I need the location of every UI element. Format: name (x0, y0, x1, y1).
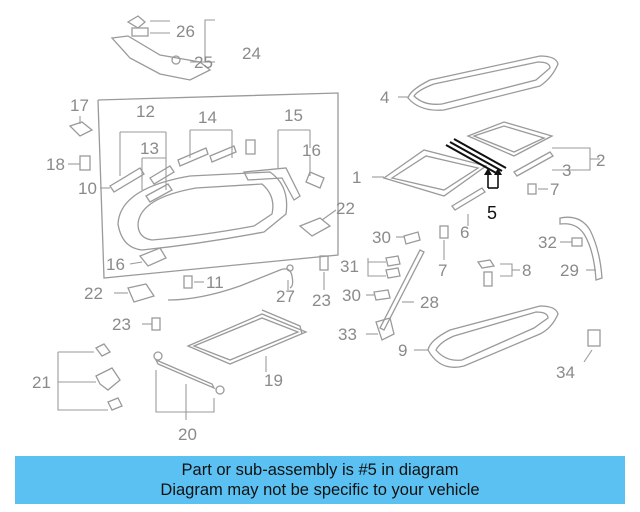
callout-16a: 16 (302, 141, 321, 160)
banner-line-1: Part or sub-assembly is #5 in diagram (181, 461, 459, 479)
callout-6: 6 (460, 223, 469, 242)
callout-29: 29 (560, 261, 579, 280)
callout-16b: 16 (106, 255, 125, 274)
callout-31: 31 (340, 257, 359, 276)
callout-30b: 30 (342, 286, 361, 305)
callout-28: 28 (420, 293, 439, 312)
callout-8: 8 (522, 261, 531, 280)
part-5-highlighted (445, 138, 507, 189)
callout-26: 26 (176, 22, 195, 41)
callout-3: 3 (562, 161, 571, 180)
callout-7b: 7 (438, 261, 447, 280)
callout-24: 24 (242, 44, 261, 63)
callout-2: 2 (596, 151, 605, 170)
callout-22a: 22 (336, 199, 355, 218)
part-shade-19 (186, 309, 308, 365)
part-glass-3 (466, 121, 554, 177)
callout-7a: 7 (550, 180, 559, 199)
part-glass-1 (382, 149, 488, 197)
part-glass-4 (407, 55, 559, 111)
callout-4: 4 (380, 88, 389, 107)
callout-15: 15 (284, 106, 303, 125)
callout-11: 11 (206, 273, 224, 292)
callout-1: 1 (352, 168, 361, 187)
callout-27: 27 (276, 287, 295, 306)
callout-12: 12 (136, 102, 155, 121)
callout-18: 18 (46, 155, 65, 174)
parts-diagram: 1 2 3 4 5 6 7 7 8 9 10 11 12 13 14 15 16… (32, 15, 605, 444)
callout-23b: 23 (112, 315, 131, 334)
callout-32: 32 (538, 233, 557, 252)
banner-line-2: Diagram may not be specific to your vehi… (160, 481, 480, 499)
callout-10: 10 (78, 179, 97, 198)
callout-25: 25 (194, 53, 213, 72)
callout-23a: 23 (312, 291, 331, 310)
callout-13: 13 (140, 139, 159, 158)
callout-33: 33 (338, 325, 357, 344)
callout-21: 21 (32, 373, 51, 392)
part-sunroof-frame (117, 171, 288, 251)
callout-22b: 22 (84, 284, 103, 303)
callout-34: 34 (556, 363, 575, 382)
part-bracket-24 (110, 15, 212, 81)
info-banner: Part or sub-assembly is #5 in diagram Di… (15, 456, 625, 504)
callout-9: 9 (398, 341, 407, 360)
callout-19: 19 (264, 371, 283, 390)
callout-17: 17 (70, 96, 89, 115)
callout-30a: 30 (372, 228, 391, 247)
callout-20: 20 (178, 425, 197, 444)
callout-5: 5 (487, 203, 497, 223)
part-seal-9 (427, 305, 559, 368)
callout-14: 14 (198, 108, 217, 127)
